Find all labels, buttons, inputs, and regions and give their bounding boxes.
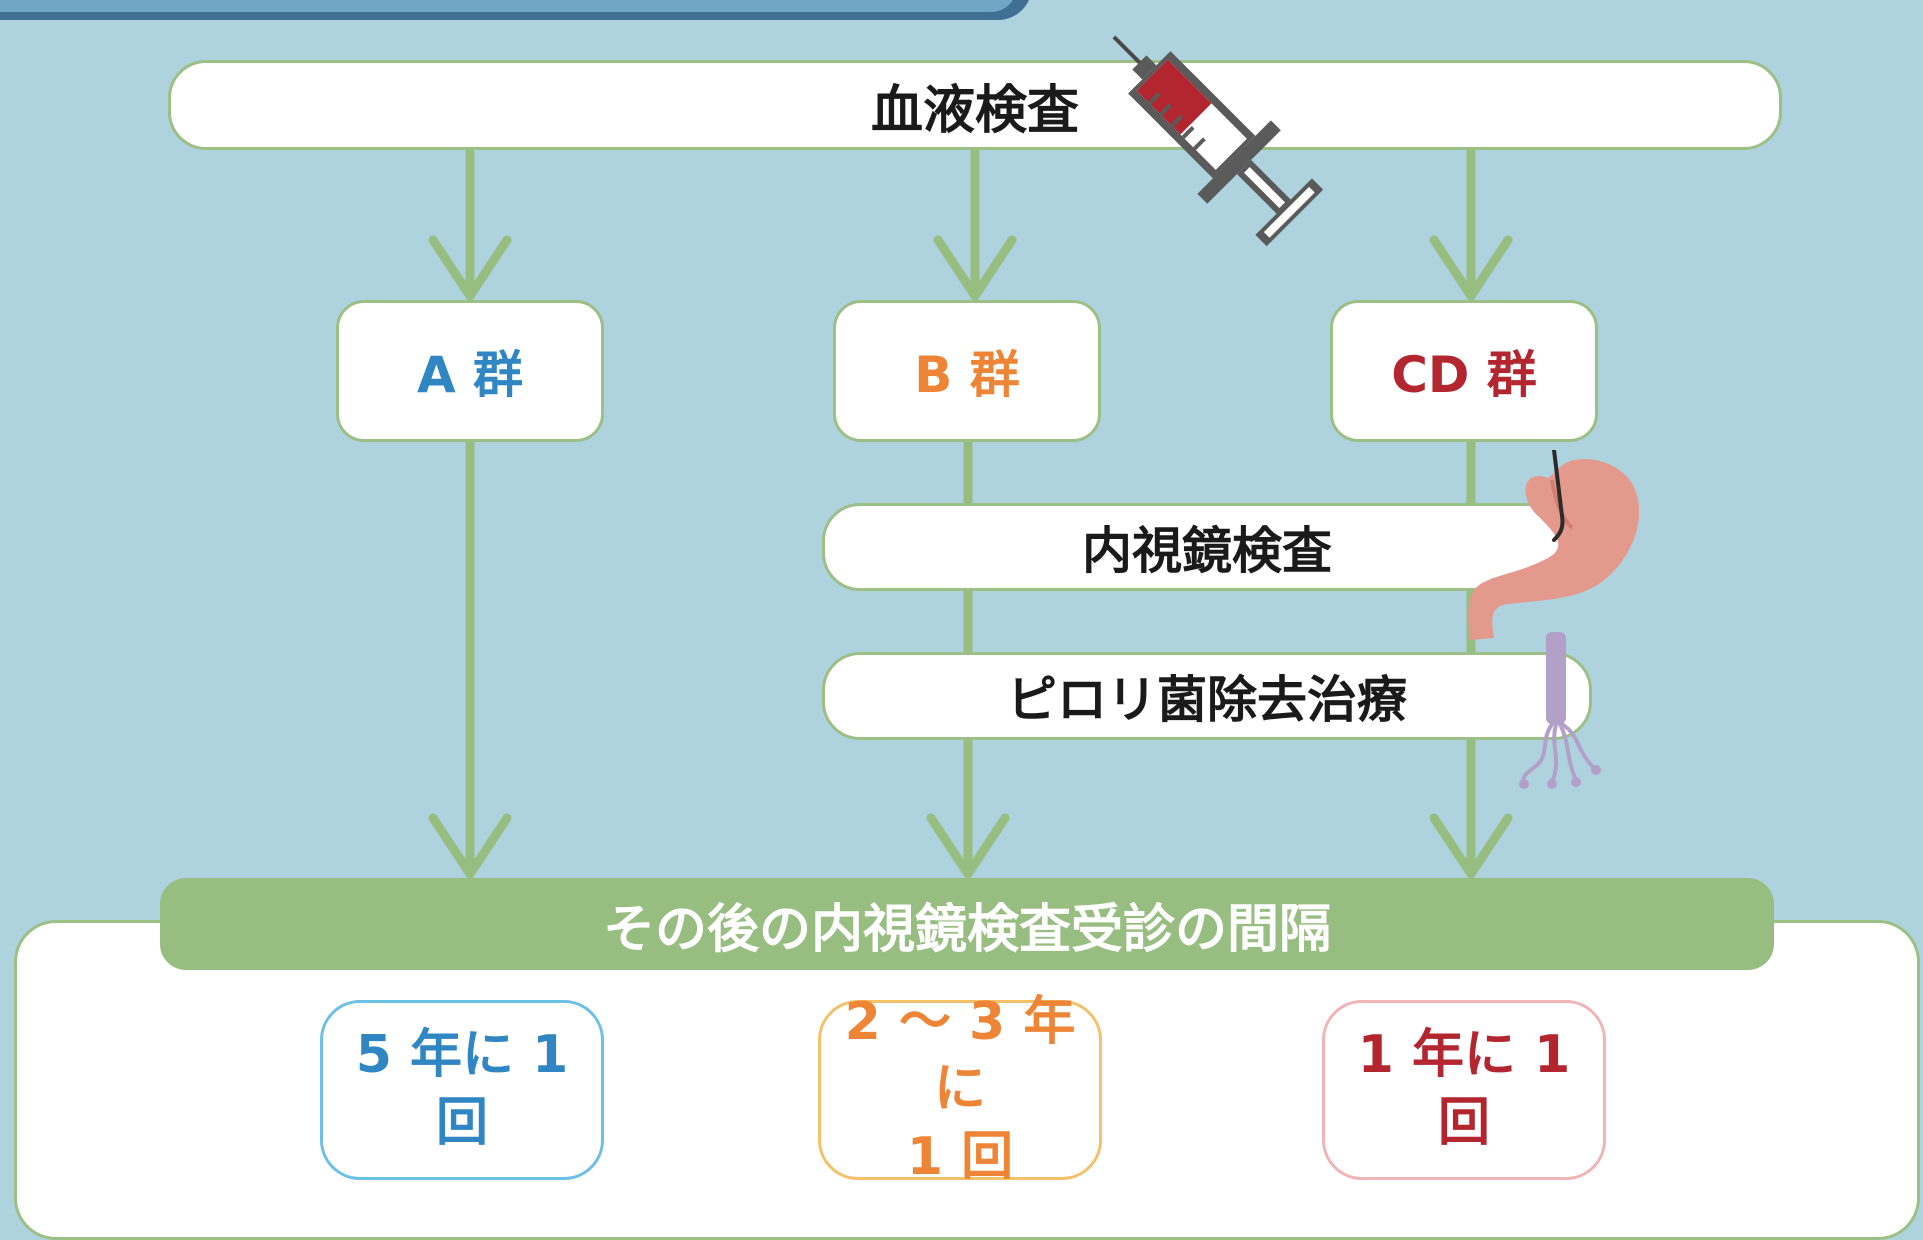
group-b-box: B 群: [833, 300, 1101, 442]
group-b-label: B 群: [914, 346, 1020, 404]
pylori-treatment-box: ピロリ菌除去治療: [822, 652, 1592, 740]
group-cd-label: CD 群: [1391, 346, 1537, 404]
group-a-box: A 群: [336, 300, 604, 442]
interval-group-a: 5 年に 1 回: [320, 1000, 604, 1180]
interval-group-cd: 1 年に 1 回: [1322, 1000, 1606, 1180]
interval-header: その後の内視鏡検査受診の間隔: [160, 878, 1774, 970]
helicobacter-pylori-icon: [1519, 632, 1601, 789]
interval-b-text: 2 ～ 3 年に 1 回: [821, 989, 1099, 1192]
interval-cd-label: 1 年に 1 回: [1357, 1025, 1571, 1153]
group-a-label: A 群: [416, 346, 524, 404]
endoscopy-label: 内視鏡検査: [1082, 522, 1332, 580]
interval-a-label: 5 年に 1 回: [355, 1025, 569, 1153]
endoscopy-box: 内視鏡検査: [822, 503, 1592, 591]
blood-test-label: 血液検査: [870, 80, 1079, 141]
interval-b-line1: 2 ～ 3 年に: [844, 991, 1076, 1120]
interval-b-line2: 1 回: [906, 1126, 1014, 1187]
interval-group-b: 2 ～ 3 年に 1 回: [818, 992, 1102, 1187]
group-cd-box: CD 群: [1330, 300, 1598, 442]
header-banner-inner: [0, 0, 1017, 12]
blood-test-box: 血液検査: [168, 60, 1782, 150]
stomach-endoscope-icon: [1468, 450, 1640, 640]
pylori-treatment-label: ピロリ菌除去治療: [1007, 671, 1407, 729]
interval-header-label: その後の内視鏡検査受診の間隔: [602, 899, 1331, 960]
syringe-icon: [1112, 35, 1324, 247]
